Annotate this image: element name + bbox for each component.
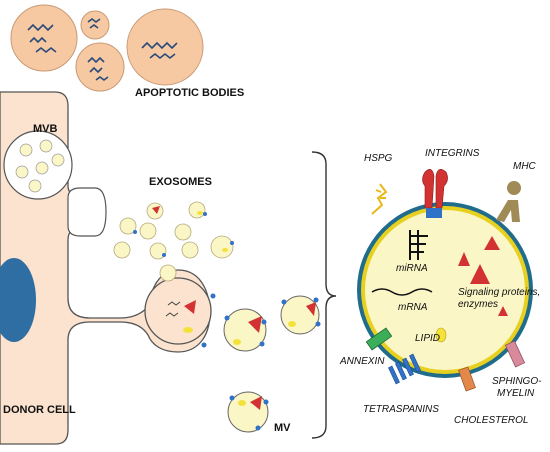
signaling-proteins-label: Signaling proteins, [458,287,541,298]
cholesterol-icon [458,366,476,392]
dna-fragments [27,18,178,81]
exosome [159,264,177,282]
apoptotic-body-middle [75,42,125,92]
apoptotic-body-large-left [10,4,78,72]
lipid-icon [435,327,447,343]
exosomes-label: EXOSOMES [149,176,212,188]
mvb-intraluminal-vesicles [15,139,65,193]
exosome [210,235,234,259]
sphingomyelin-icon [504,340,526,368]
mhc-label: MHC [513,161,536,172]
mrna-icon [371,288,433,296]
exosome [119,217,137,235]
cholesterol-label: CHOLESTEROL [454,415,529,426]
apoptotic-bodies-group [10,4,204,92]
exosome [139,222,157,240]
exosome [113,241,131,259]
mrna-label: mRNA [398,302,428,313]
hspg-icon [371,183,388,215]
microvesicles-group [201,293,321,433]
mvb-label: MVB [33,123,58,135]
exosome-markers [133,206,234,257]
budding-vesicle-contents [165,300,196,333]
signaling-proteins-icon [458,236,508,316]
integrins-label: INTEGRINS [425,148,480,159]
exosome-release-pocket [67,187,107,237]
nucleus [0,258,36,342]
apoptotic-bodies-label: APOPTOTIC BODIES [135,87,245,99]
tetraspanins-label: TETRASPANINS [363,404,439,415]
sphingomyelin-label: SPHINGO- [492,376,542,387]
mhc-icon [496,181,521,222]
annexin-label: ANNEXIN [340,356,385,367]
donor-cell-label: DONOR CELL [3,404,76,416]
annexin-icon [365,327,393,351]
hspg-label: HSPG [364,153,393,164]
tetraspanins-icon [388,353,421,385]
mv-label: MV [274,422,291,434]
sphingomyelin-label-2: MYELIN [497,388,535,399]
signaling-proteins-label-2: enzymes [458,299,499,310]
mirna-icon [409,230,428,260]
bracket [311,151,337,439]
budding-microvesicle [144,277,212,345]
lipid-label: LIPID [415,333,441,344]
integrins-icon [422,168,448,218]
mirna-label: miRNA [396,263,428,274]
exosome [188,201,206,219]
exosomes-group [113,201,234,282]
exosome [181,241,199,259]
apoptotic-body-large-right [126,8,204,86]
exosome [174,223,192,241]
